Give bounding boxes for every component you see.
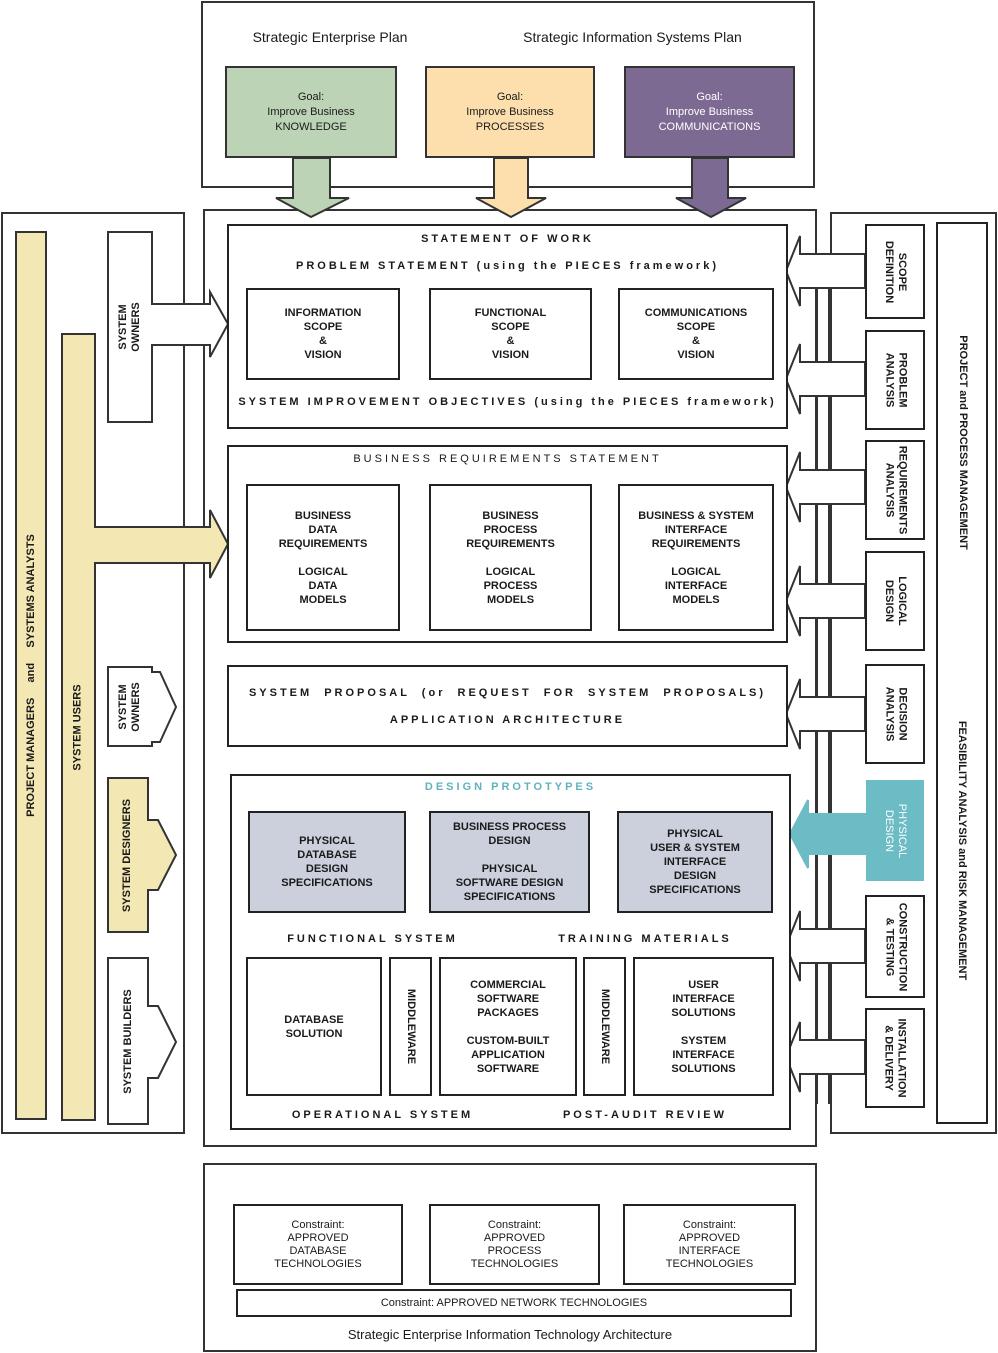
brs-title: BUSINESS REQUIREMENTS STATEMENT — [353, 453, 662, 465]
feasibility-label: FEASIBILITY ANALYSIS and RISK MANAGEMENT — [956, 720, 969, 980]
interface-requirements-box: BUSINESS & SYSTEM INTERFACE REQUIREMENTS… — [618, 484, 774, 631]
business-process-design-spec: BUSINESS PROCESS DESIGN PHYSICAL SOFTWAR… — [429, 811, 590, 913]
phase-decision-analysis — [865, 664, 925, 764]
physical-database-spec: PHYSICAL DATABASE DESIGN SPECIFICATIONS — [248, 811, 406, 913]
phase-scope-definition — [865, 224, 925, 319]
communications-scope-box: COMMUNICATIONS SCOPE & VISION — [618, 288, 774, 380]
middleware-1 — [389, 957, 432, 1096]
system-owners-top-label: SYSTEM OWNERS — [117, 302, 142, 352]
system-designers-arrow — [107, 777, 178, 933]
functional-system: FUNCTIONAL SYSTEM — [287, 933, 458, 945]
training-materials: TRAINING MATERIALS — [558, 933, 732, 945]
constraint-interface: Constraint: APPROVED INTERFACE TECHNOLOG… — [623, 1204, 796, 1285]
improvement-objectives: SYSTEM IMPROVEMENT OBJECTIVES (using the… — [238, 396, 777, 408]
phase-physical-label: PHYSICAL DESIGN — [882, 803, 908, 858]
phase-arrow-physical — [788, 799, 867, 869]
information-scope-box: INFORMATION SCOPE & VISION — [246, 288, 400, 380]
phase-requirements-label: REQUIREMENTS ANALYSIS — [883, 445, 908, 535]
functional-scope-box: FUNCTIONAL SCOPE & VISION — [429, 288, 592, 380]
proposal-line1: SYSTEM PROPOSAL (or REQUEST FOR SYSTEM P… — [248, 687, 767, 699]
goal-arrow-processes — [475, 157, 547, 219]
enterprise-plan-label: Strategic Enterprise Plan — [252, 29, 408, 45]
phase-logical-design — [865, 551, 925, 651]
system-designers-label: SYSTEM DESIGNERS — [121, 798, 134, 912]
phase-logical-label: LOGICAL DESIGN — [883, 576, 908, 626]
post-audit-review: POST-AUDIT REVIEW — [562, 1109, 728, 1121]
design-title: DESIGN PROTOTYPES — [424, 781, 597, 793]
phase-problem-label: PROBLEM ANALYSIS — [883, 352, 908, 408]
operational-system: OPERATIONAL SYSTEM — [291, 1109, 474, 1121]
sow-title: STATEMENT OF WORK — [421, 233, 594, 245]
middleware-2-label: MIDDLEWARE — [599, 988, 612, 1065]
phase-arrow-construction — [784, 910, 866, 982]
constraint-process: Constraint: APPROVED PROCESS TECHNOLOGIE… — [429, 1204, 600, 1285]
goal-arrow-knowledge — [275, 157, 350, 219]
pm-analysts-bar — [15, 231, 47, 1120]
phase-installation-label: INSTALLATION & DELIVERY — [883, 1018, 908, 1098]
process-requirements-box: BUSINESS PROCESS REQUIREMENTS LOGICAL PR… — [429, 484, 592, 631]
is-plan-label: Strategic Information Systems Plan — [523, 29, 742, 45]
phase-arrow-installation — [784, 1021, 866, 1093]
goal-processes: Goal: Improve Business PROCESSES — [425, 66, 595, 158]
system-users-arrow — [61, 333, 230, 1121]
constraint-database: Constraint: APPROVED DATABASE TECHNOLOGI… — [233, 1204, 403, 1285]
constraint-network: Constraint: APPROVED NETWORK TECHNOLOGIE… — [236, 1289, 792, 1317]
interface-solutions-box: USER INTERFACE SOLUTIONS SYSTEM INTERFAC… — [633, 957, 774, 1096]
system-owners-mid-label: SYSTEM OWNERS — [117, 681, 142, 732]
phase-arrow-scope — [784, 235, 866, 307]
system-proposal — [227, 665, 788, 747]
proposal-line2: APPLICATION ARCHITECTURE — [389, 714, 626, 726]
data-requirements-box: BUSINESS DATA REQUIREMENTS LOGICAL DATA … — [246, 484, 400, 631]
system-owners-mid-arrow — [107, 666, 178, 747]
phase-physical-design — [866, 780, 924, 881]
middleware-2 — [583, 957, 626, 1096]
phase-construction-label: CONSTRUCTION & TESTING — [883, 902, 909, 991]
phase-decision-label: DECISION ANALYSIS — [882, 686, 908, 742]
phase-arrow-decision — [784, 678, 866, 750]
system-builders-arrow — [107, 957, 178, 1125]
phase-problem-analysis — [865, 330, 925, 430]
middleware-1-label: MIDDLEWARE — [405, 988, 418, 1065]
management-bar — [936, 222, 988, 1124]
system-builders-label: SYSTEM BUILDERS — [121, 988, 134, 1094]
software-box: COMMERCIAL SOFTWARE PACKAGES CUSTOM-BUIL… — [439, 957, 577, 1096]
phase-scope-label: SCOPE DEFINITION — [883, 240, 908, 303]
system-owners-top-arrow — [107, 231, 230, 423]
goal-arrow-communications — [675, 157, 747, 219]
phase-arrow-problem — [784, 343, 866, 415]
phase-requirements-analysis — [865, 440, 925, 540]
phase-arrow-requirements — [784, 451, 866, 523]
database-solution: DATABASE SOLUTION — [246, 957, 382, 1096]
interface-design-spec: PHYSICAL USER & SYSTEM INTERFACE DESIGN … — [617, 811, 773, 913]
phase-construction-testing — [865, 895, 925, 998]
problem-statement: PROBLEM STATEMENT (using the PIECES fram… — [295, 260, 719, 272]
phase-installation-delivery — [865, 1008, 925, 1108]
phase-arrow-logical — [784, 565, 866, 637]
goal-knowledge: Goal: Improve Business KNOWLEDGE — [225, 66, 397, 158]
architecture-label: Strategic Enterprise Information Technol… — [347, 1327, 673, 1342]
process-management-label: PROJECT and PROCESS MANAGEMENT — [956, 334, 969, 550]
system-users-label: SYSTEM USERS — [72, 683, 84, 771]
